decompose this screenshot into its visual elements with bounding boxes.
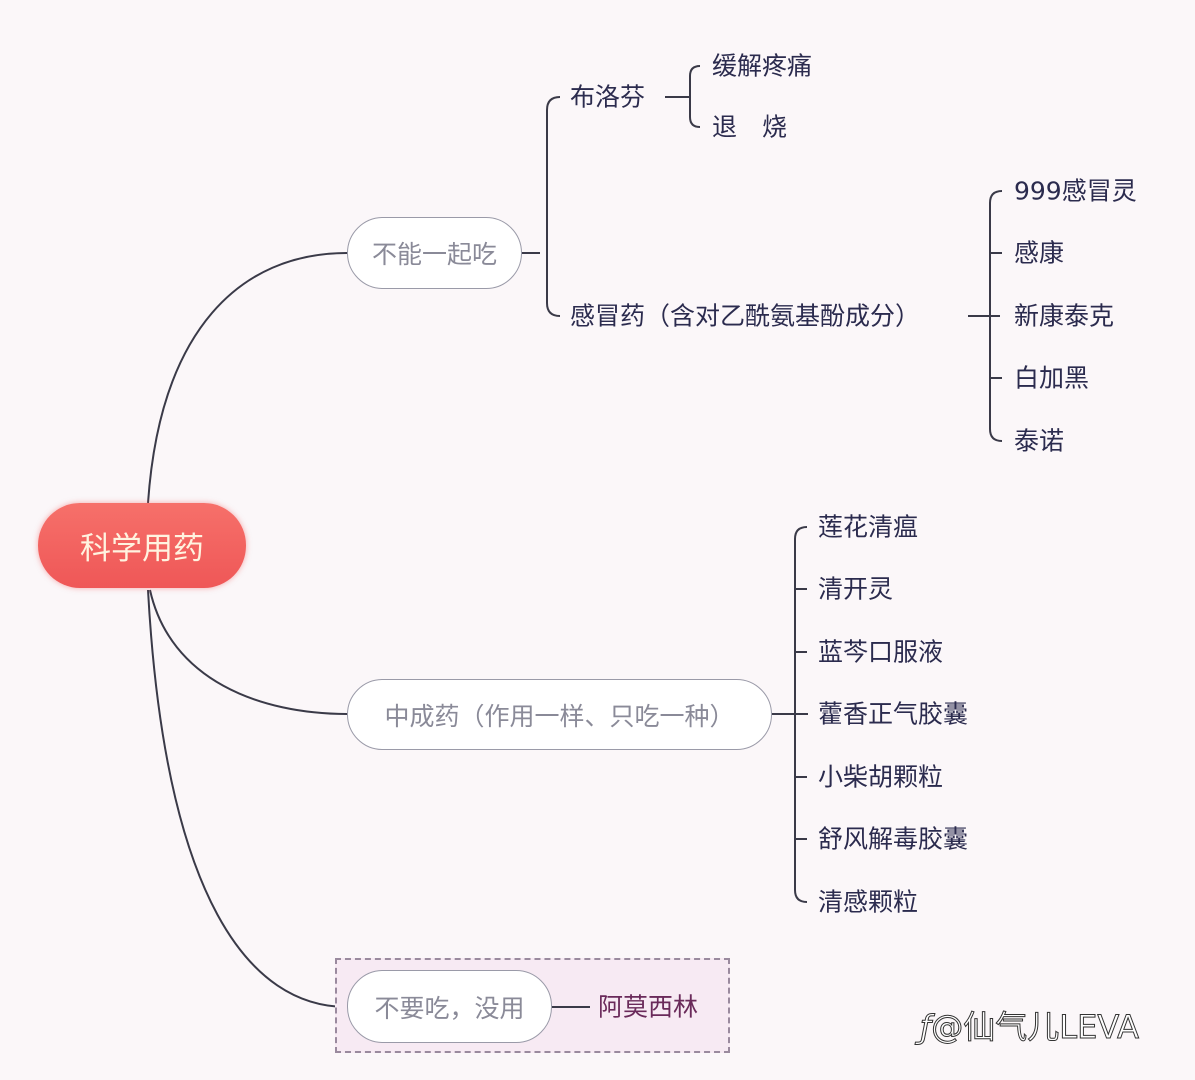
branch-label: 不要吃，没用 <box>374 993 525 1023</box>
zhihu-logo-icon: ƒ <box>919 1008 932 1047</box>
leaf: 藿香正气胶囊 <box>818 699 969 729</box>
watermark: ƒ@仙气儿LEVA <box>919 1002 1140 1048</box>
leaf-amoxicillin: 阿莫西林 <box>598 992 699 1022</box>
branch-node-b1: 不能一起吃 <box>347 217 522 289</box>
root-to-b2 <box>149 589 348 715</box>
subnode-ibuprofen: 布洛芬 <box>570 82 646 112</box>
leaf: 泰诺 <box>1014 426 1065 456</box>
b2-bracket <box>772 526 808 903</box>
c2-bracket <box>968 190 1003 442</box>
leaf: 清感颗粒 <box>818 887 919 917</box>
root-to-b1 <box>147 252 348 504</box>
root-to-b3 <box>147 589 348 1008</box>
c1-bracket <box>665 65 701 128</box>
leaf: 小柴胡颗粒 <box>818 762 944 792</box>
branch-node-b3: 不要吃，没用 <box>347 970 552 1043</box>
leaf: 新康泰克 <box>1014 301 1115 331</box>
leaf: 退 烧 <box>712 112 788 142</box>
watermark-text: @仙气儿LEVA <box>931 1008 1140 1047</box>
subnode-cold-medicine: 感冒药（含对乙酰氨基酚成分） <box>570 301 921 331</box>
leaf: 999感冒灵 <box>1014 176 1137 206</box>
leaf: 缓解疼痛 <box>712 51 813 81</box>
branch-label: 中成药（作用一样、只吃一种） <box>384 701 735 731</box>
branch-label: 不能一起吃 <box>371 240 497 269</box>
leaf: 蓝芩口服液 <box>818 637 944 667</box>
root-label: 科学用药 <box>80 531 204 567</box>
leaf: 清开灵 <box>818 574 894 604</box>
root-node: 科学用药 <box>38 503 246 588</box>
leaf: 莲花清瘟 <box>818 512 919 542</box>
leaf: 白加黑 <box>1014 363 1090 393</box>
b1-bracket <box>522 96 561 317</box>
leaf: 舒风解毒胶囊 <box>818 824 969 854</box>
branch-node-b2: 中成药（作用一样、只吃一种） <box>347 679 772 750</box>
leaf: 感康 <box>1014 238 1065 268</box>
